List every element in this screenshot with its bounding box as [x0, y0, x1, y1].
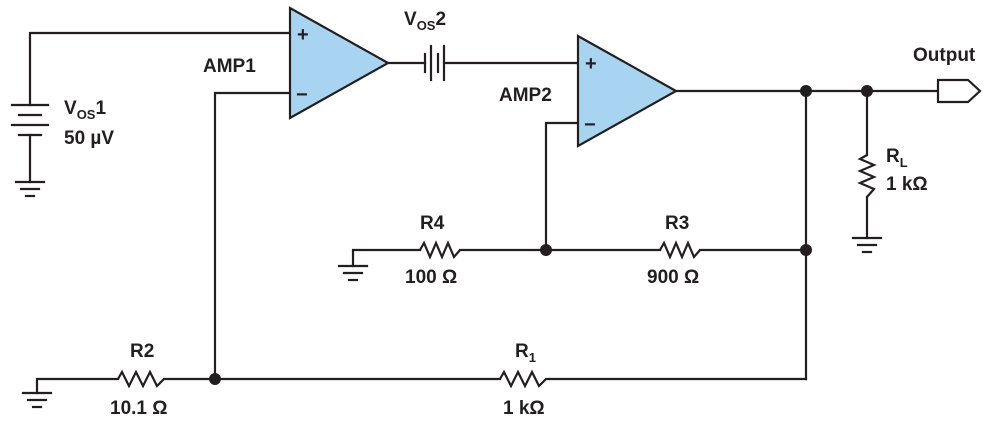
- amp2-triangle: [576, 34, 679, 148]
- battery-vos1-symbol: [10, 103, 50, 137]
- resistor-rl: [857, 154, 877, 198]
- r1-name: R1: [515, 341, 536, 365]
- r2-name: R2: [130, 341, 154, 362]
- amp2-label: AMP2: [499, 85, 552, 106]
- ground-vos1-icon: [14, 180, 46, 198]
- battery-vos2-symbol: [423, 44, 446, 82]
- r3-name: R3: [665, 213, 689, 234]
- amp2-minus-sign: −: [584, 114, 596, 136]
- ground-r4-icon: [337, 264, 369, 282]
- vos1-label: VOS1: [64, 98, 106, 122]
- vos1-value: 50 µV: [64, 128, 114, 149]
- resistor-r3: [659, 240, 701, 260]
- amp1-minus-sign: −: [296, 84, 308, 106]
- r1-value: 1 kΩ: [503, 398, 545, 419]
- r4-name: R4: [420, 213, 445, 234]
- wire-vos1-amp1-plus: [28, 31, 292, 107]
- r3-value: 900 Ω: [647, 267, 699, 288]
- resistor-r4: [419, 240, 461, 260]
- junction-amp1-r2-r1: [209, 373, 221, 385]
- amp1-triangle: [288, 6, 391, 120]
- junction-output-bus: [800, 85, 812, 97]
- amp2-plus-sign: +: [585, 53, 597, 75]
- rl-value: 1 kΩ: [886, 174, 928, 195]
- wire-amp2-minus: [544, 121, 580, 252]
- wire-r4-left: [351, 248, 422, 268]
- junction-output-rl: [861, 85, 873, 97]
- resistor-r2: [117, 369, 165, 389]
- vos2-label: VOS2: [404, 9, 446, 33]
- amp1-plus-sign: +: [297, 24, 309, 46]
- amp1-label: AMP1: [203, 56, 256, 77]
- resistor-r1: [499, 369, 550, 389]
- output-port-icon: [936, 78, 982, 104]
- r4-value: 100 Ω: [405, 267, 457, 288]
- junction-r4-r3-amp2: [540, 244, 552, 256]
- wire-r2-left: [35, 377, 120, 395]
- ground-r2-icon: [21, 391, 53, 409]
- wire-amp1-minus: [213, 91, 292, 381]
- ground-rl-icon: [851, 236, 883, 254]
- r2-value: 10.1 Ω: [110, 398, 168, 419]
- junction-r3-bus: [800, 244, 812, 256]
- output-label: Output: [913, 45, 976, 66]
- wires: [28, 31, 940, 395]
- rl-name: RL: [886, 146, 908, 170]
